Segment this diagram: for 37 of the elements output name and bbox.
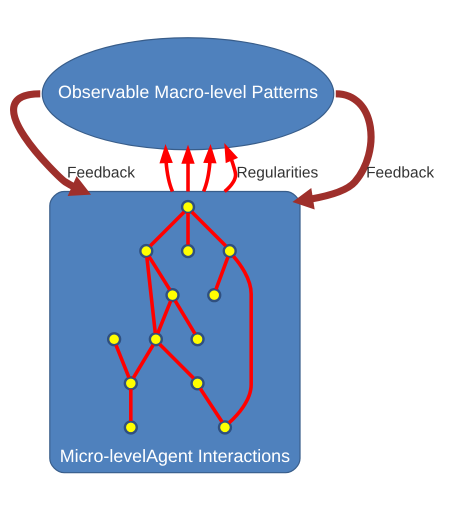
arrow xyxy=(181,144,195,192)
connector xyxy=(186,212,190,245)
node-circle xyxy=(106,332,122,346)
node-circle xyxy=(139,244,154,258)
node-circle xyxy=(180,200,196,214)
node-circle xyxy=(218,420,232,435)
connector xyxy=(190,210,228,248)
edge-label: Regularities xyxy=(236,164,318,182)
edge-label: Feedback xyxy=(366,164,434,182)
node-circle xyxy=(124,420,138,435)
connector xyxy=(149,210,186,248)
node-ellipse: Observable Macro-level Patterns xyxy=(42,37,334,150)
node-circle xyxy=(207,288,222,302)
connector xyxy=(132,344,155,379)
node-circle xyxy=(190,332,205,346)
node-circle xyxy=(222,244,237,258)
connector xyxy=(214,256,230,290)
connector xyxy=(158,343,195,380)
node-circle xyxy=(190,376,205,390)
connector xyxy=(198,388,224,423)
connector xyxy=(145,257,158,334)
connector xyxy=(228,255,253,424)
arrow xyxy=(202,144,217,192)
node-circle xyxy=(165,288,180,302)
connector xyxy=(148,256,172,291)
node-circle xyxy=(124,376,138,390)
connector xyxy=(174,300,196,335)
connector xyxy=(156,300,172,334)
edge-label: Feedback xyxy=(67,164,136,182)
arrow xyxy=(224,142,238,193)
connector xyxy=(129,389,133,421)
arrow xyxy=(10,90,92,196)
node-circle xyxy=(148,332,163,346)
cluster: Micro-levelAgent Interactions xyxy=(49,190,301,474)
arrow xyxy=(159,144,174,192)
connector xyxy=(114,344,131,378)
node-circle xyxy=(180,244,196,258)
